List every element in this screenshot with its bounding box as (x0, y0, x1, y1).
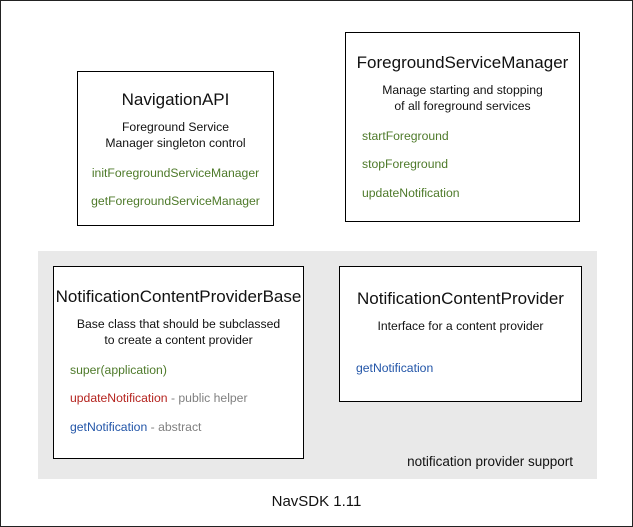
method-name: getNotification (70, 419, 148, 434)
class-box-notification-content-provider[interactable]: NotificationContentProvider Interface fo… (339, 266, 582, 402)
method-item: getNotification (356, 362, 581, 374)
class-description-line: Base class that should be subclassed (76, 317, 281, 331)
method-name: getForegroundServiceManager (91, 194, 260, 209)
class-description: Base class that should be subclassed to … (54, 316, 303, 348)
method-name: updateNotification (70, 391, 168, 406)
method-list: getNotification (340, 362, 581, 374)
method-list: startForeground stopForeground updateNot… (346, 130, 579, 199)
group-panel-label: notification provider support (407, 454, 573, 469)
method-item: stopForeground (362, 158, 579, 170)
diagram-footer-caption: NavSDK 1.11 (271, 493, 362, 510)
class-box-navigation-api[interactable]: NavigationAPI Foreground Service Manager… (77, 71, 274, 226)
method-note: - abstract (147, 419, 202, 434)
class-title: NavigationAPI (121, 90, 230, 109)
method-item: getForegroundServiceManager (78, 195, 273, 207)
method-note: - public helper (167, 391, 248, 406)
method-name: initForegroundServiceManager (91, 166, 260, 181)
class-description-line: of all foreground services (394, 99, 531, 114)
class-description-line: Manager singleton control (105, 136, 246, 151)
class-description-line: to create a content provider (104, 333, 253, 348)
method-list: initForegroundServiceManager getForegrou… (78, 167, 273, 207)
method-item: super(application) (70, 364, 303, 376)
method-item: initForegroundServiceManager (78, 167, 273, 179)
class-box-notification-content-provider-base[interactable]: NotificationContentProviderBase Base cla… (53, 266, 304, 459)
class-box-foreground-service-manager[interactable]: ForegroundServiceManager Manage starting… (345, 32, 580, 222)
class-title: NotificationContentProviderBase (55, 287, 302, 306)
method-name: getNotification (356, 361, 434, 376)
method-name: updateNotification (362, 185, 460, 200)
method-item: updateNotification (362, 185, 579, 200)
class-description: Foreground Service Manager singleton con… (78, 119, 273, 151)
class-title: NotificationContentProvider (357, 289, 564, 308)
method-name: super(application) (70, 363, 167, 378)
class-description: Manage starting and stopping of all fore… (346, 82, 579, 114)
class-description-line: Foreground Service (121, 120, 230, 134)
method-item: updateNotification - public helper (70, 392, 303, 404)
method-item: getNotification - abstract (70, 419, 303, 434)
method-name: startForeground (362, 129, 449, 144)
class-title: ForegroundServiceManager (356, 53, 569, 72)
method-list: super(application) updateNotification - … (54, 364, 303, 433)
class-description: Interface for a content provider (340, 318, 581, 334)
class-description-line: Manage starting and stopping (382, 83, 543, 97)
class-description-line: Interface for a content provider (377, 319, 544, 333)
method-name: stopForeground (362, 157, 449, 172)
method-item: startForeground (362, 130, 579, 142)
